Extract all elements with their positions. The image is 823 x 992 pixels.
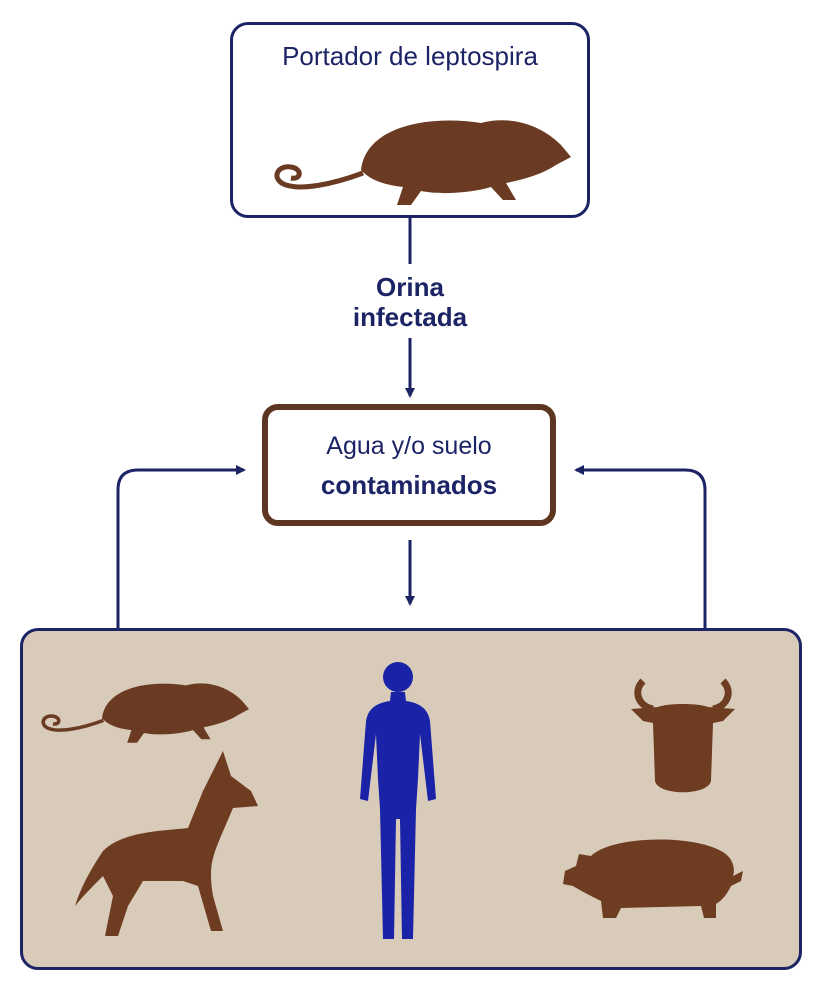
environment-box: Agua y/o suelo contaminados [262, 404, 556, 526]
hosts-to-environment-left-arrow [116, 465, 246, 628]
environment-label-line2: contaminados [320, 470, 498, 500]
carrier-box: Portador de leptospira [230, 22, 590, 218]
transmission-label-line1: Orina [376, 272, 444, 302]
rat-icon [274, 120, 571, 205]
environment-label-line1: Agua y/o suelo [326, 432, 492, 460]
rat-icon [41, 683, 249, 743]
pig-icon [563, 839, 743, 918]
transmission-label-line2: infectada [352, 302, 468, 332]
hosts-box [20, 628, 802, 970]
cow-icon [631, 678, 735, 793]
human-icon [360, 662, 436, 939]
hosts-to-environment-right-arrow [574, 465, 707, 628]
transmission-label: Orina infectada [310, 272, 510, 332]
carrier-label: Portador de leptospira [282, 41, 538, 71]
dog-icon [75, 751, 258, 936]
